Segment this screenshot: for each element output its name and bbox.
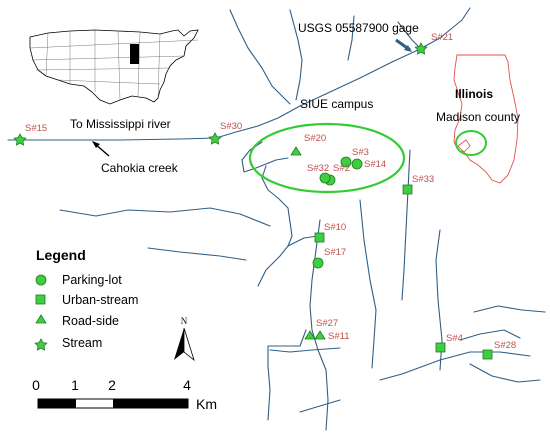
- site-marker: [482, 349, 493, 360]
- site-label: S#11: [328, 331, 349, 342]
- legend-item-stream: Stream: [62, 336, 102, 350]
- site-label: S#10: [324, 222, 346, 233]
- us-inset-map: [29, 29, 199, 105]
- site-label: S#15: [25, 123, 47, 134]
- site-marker: [340, 156, 352, 168]
- site-marker: [351, 158, 363, 170]
- cahokia-creek-label: Cahokia creek: [101, 161, 179, 175]
- site-label: S#21: [431, 32, 453, 43]
- legend-circle-symbol: [35, 274, 47, 286]
- site-label: S#28: [494, 340, 516, 351]
- illinois-inset-map: Illinois Madison county: [436, 54, 520, 184]
- mississippi-label: To Mississippi river: [70, 117, 171, 131]
- siue-campus-label: SIUE campus: [300, 97, 373, 111]
- site-marker: [402, 184, 413, 195]
- north-label: N: [181, 316, 188, 326]
- site-label: S#32: [307, 163, 329, 174]
- scale-tick-4: 4: [183, 377, 191, 393]
- scale-tick-0: 0: [32, 377, 40, 393]
- site-marker: [414, 42, 428, 55]
- illinois-label: Illinois: [455, 87, 493, 101]
- legend-square-symbol: [35, 294, 46, 305]
- legend-item-parking-lot: Parking-lot: [62, 273, 122, 287]
- north-arrow: N: [174, 316, 195, 362]
- site-marker: [208, 132, 222, 145]
- scale-unit: Km: [196, 396, 217, 412]
- site-marker: [304, 330, 316, 340]
- site-marker: [314, 232, 325, 243]
- site-marker: [314, 330, 326, 340]
- illinois-highlight: [130, 44, 139, 64]
- site-label: S#14: [364, 159, 386, 170]
- site-marker: [319, 172, 331, 184]
- legend-star-symbol: [34, 338, 48, 351]
- site-label: S#27: [316, 318, 338, 329]
- sample-sites: S#21 S#15 S#30 S#20 S#3 S#14 S#2 S#32 S#…: [13, 32, 516, 360]
- site-label: S#17: [324, 247, 346, 258]
- site-label: S#2: [333, 163, 350, 174]
- legend-item-urban-stream: Urban-stream: [62, 293, 138, 307]
- scale-tick-2: 2: [108, 377, 116, 393]
- site-label: S#3: [352, 147, 369, 158]
- site-label: S#33: [412, 174, 434, 185]
- site-marker: [290, 146, 302, 156]
- legend-title: Legend: [36, 247, 86, 263]
- madison-county-label: Madison county: [436, 110, 520, 124]
- site-marker: [435, 342, 446, 353]
- site-marker: [13, 133, 27, 146]
- site-label: S#4: [446, 333, 463, 344]
- scale-tick-1: 1: [71, 377, 79, 393]
- site-marker: [312, 257, 324, 269]
- madison-county-circle: [455, 130, 487, 156]
- gage-label: USGS 05587900 gage: [298, 21, 419, 35]
- legend: Legend Parking-lot Urban-stream Road-sid…: [34, 247, 138, 351]
- siue-campus-ellipse: [248, 122, 406, 194]
- site-label: S#30: [220, 121, 242, 132]
- legend-item-road-side: Road-side: [62, 314, 119, 328]
- scale-bar: 0 1 2 4 Km: [32, 377, 217, 412]
- site-label: S#20: [304, 133, 326, 144]
- legend-triangle-symbol: [35, 314, 47, 324]
